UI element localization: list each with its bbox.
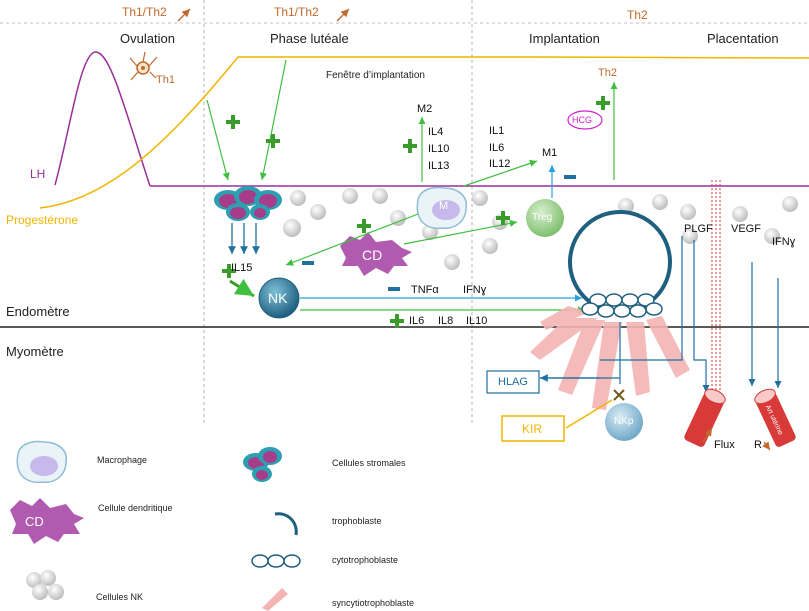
nkp-cell-label: NKp: [614, 416, 634, 427]
dendritic-cell-label: CD: [362, 247, 383, 263]
m2-cytokine-1: IL4: [428, 126, 444, 138]
progesterone-label: Progestérone: [6, 213, 79, 227]
progesterone-curve: [39, 56, 809, 209]
macrophage-cell: [416, 186, 467, 230]
kir-box: [501, 415, 565, 442]
hlag-box: [486, 370, 540, 394]
flux-label: Flux: [714, 439, 735, 451]
m1-cytokine-1: IL1: [489, 125, 505, 137]
lh-curve: [54, 51, 151, 187]
stromal-cell-cluster: [214, 186, 282, 221]
minus-marks: [302, 175, 576, 291]
il15-label: IL15: [231, 262, 253, 274]
m2-cytokine-3: IL13: [428, 160, 450, 172]
endometrium-label: Endomètre: [6, 304, 70, 319]
legend-trophoblast-icon: [274, 512, 298, 536]
th-right: Th2: [627, 8, 648, 22]
hcg-label: HCG: [572, 115, 592, 125]
uterine-artery-right: [754, 388, 796, 447]
treg-cell: [526, 199, 564, 237]
nk-cell: [258, 277, 300, 319]
th-ratio-mid: Th1/Th2: [274, 5, 319, 19]
treg-cell-label: Treg: [532, 212, 553, 223]
legend-dendritic: Cellule dendritique: [98, 503, 173, 513]
macrophage-cell-label: M: [439, 200, 449, 212]
tnf-label: TNFα: [411, 284, 439, 296]
m1-cytokine-2: IL6: [489, 142, 505, 154]
il6-label: IL6: [409, 315, 425, 327]
legend-cytotrophoblast-icon: [251, 554, 301, 568]
legend-trophoblast: trophoblaste: [332, 516, 382, 526]
m1-label: M1: [542, 147, 558, 159]
legend-syncytiotrophoblast: syncytiotrophoblaste: [332, 598, 415, 608]
r-label: R: [754, 439, 762, 451]
hcg-bubble: [567, 110, 603, 130]
nk-cell-label: NK: [268, 290, 288, 306]
th2-label: Th2: [598, 67, 617, 79]
lh-label: LH: [30, 167, 46, 181]
th-arrow-left: [177, 8, 191, 22]
legend-macrophage: Macrophage: [97, 455, 148, 465]
legend-syncytio-icon: [262, 588, 288, 611]
vegf-label: VEGF: [731, 223, 761, 235]
th1-label: Th1: [156, 74, 175, 86]
phase-dividers: [203, 0, 473, 425]
hlag-label: HLAG: [498, 376, 528, 388]
phase-implantation: Implantation: [529, 31, 600, 46]
m2-label: M2: [417, 103, 433, 115]
il8-label: IL8: [438, 315, 454, 327]
legend-cd-label: CD: [25, 514, 44, 529]
legend-cytotrophoblast: cytotrophoblaste: [332, 555, 399, 565]
phase-luteal: Phase lutéale: [270, 31, 349, 46]
ifn-right-label: IFNɣ: [772, 236, 796, 248]
il10-label: IL10: [466, 315, 488, 327]
uterine-artery-left: [684, 388, 726, 447]
legend-nk: Cellules NK: [96, 592, 144, 602]
plus-marks: [222, 96, 610, 328]
dendritic-cell: [340, 232, 412, 276]
phase-ovulation: Ovulation: [120, 31, 175, 46]
kir-label: KIR: [522, 422, 543, 436]
myometrium-label: Myomètre: [6, 344, 64, 359]
syncytiotrophoblast-fingers: [530, 306, 690, 410]
th1-icon: [129, 51, 158, 81]
th-ratio-left: Th1/Th2: [122, 5, 167, 19]
th-arrow-mid: [336, 8, 350, 22]
implantation-window-label: Fenêtre d’implantation: [326, 70, 425, 81]
legend-dendritic-icon: [10, 498, 84, 544]
legend-stromal-icon: [243, 447, 282, 482]
legend-nk-icon: [26, 570, 64, 600]
legend-stromal: Cellules stromales: [332, 458, 406, 468]
nkp-cell: [605, 403, 643, 441]
plgf-label: PLGF: [684, 223, 713, 235]
m1-cytokine-3: IL12: [489, 158, 511, 170]
legend-macrophage-icon: [16, 440, 67, 484]
phase-placentation: Placentation: [707, 31, 779, 46]
ifn-mid-label: IFNɣ: [463, 284, 487, 296]
blastocyst: [568, 210, 672, 318]
m2-cytokine-2: IL10: [428, 143, 450, 155]
